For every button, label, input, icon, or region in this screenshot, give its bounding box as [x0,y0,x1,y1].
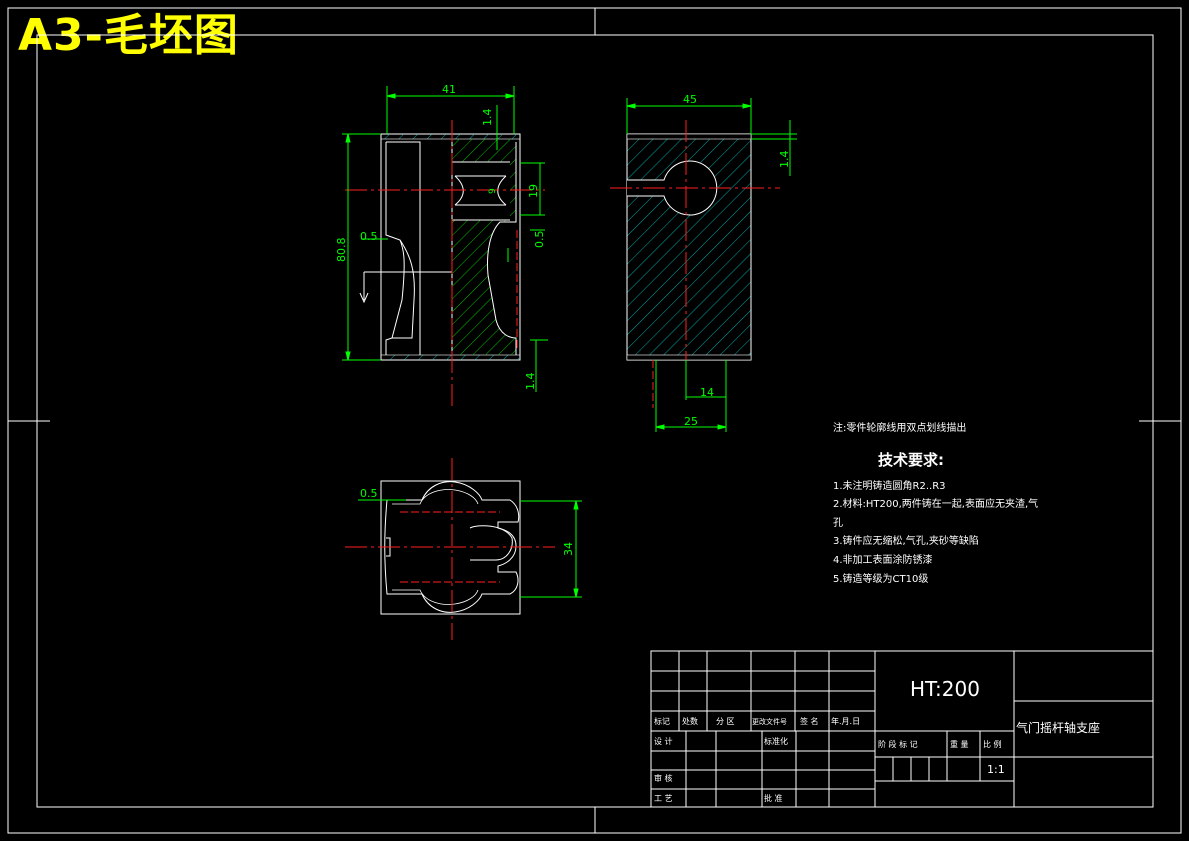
tech-item-4: 4.非加工表面涂防锈漆 [833,555,933,566]
tb-label-3: 更改文件号 [752,717,787,726]
tb-label-1: 处数 [682,716,698,726]
front-view-dimension-labels: 41 1.4 80.8 0.5 19 9 0.5 1.4 [335,83,546,390]
dim-45: 45 [683,93,697,106]
tb-review: 审 核 [654,773,673,783]
tb-material: HT:200 [910,677,980,701]
top-view-dimensions [358,499,582,598]
dim-25: 25 [684,415,698,428]
dim-front-right-05: 0.5 [533,231,546,249]
dim-9: 9 [488,188,498,194]
dim-top-14: 1.4 [481,109,494,127]
dim-top-05: 0.5 [360,487,378,500]
outline-note: 注:零件轮廓线用双点划线描出 [833,423,967,434]
tech-item-2: 2.材料:HT200,两件铸在一起,表面应无夹渣,气 [833,499,1039,510]
top-view-dimension-labels: 0.5 34 [360,487,575,556]
title-block [650,650,1154,808]
dim-19: 19 [527,184,540,198]
tb-design: 设 计 [654,736,673,746]
tb-part-name: 气门摇杆轴支座 [1016,720,1100,735]
dim-34: 34 [562,542,575,556]
tb-label-0: 标记 [654,716,670,726]
tb-label-4: 签 名 [800,716,819,726]
dim-side-14: 1.4 [778,151,791,169]
dim-41: 41 [442,83,456,96]
tech-item-2-cont: 孔 [833,518,843,529]
tb-approve: 批 准 [764,793,783,803]
side-view-dimensions [626,98,797,432]
dim-808: 80.8 [335,238,348,263]
tech-item-1: 1.未注明铸造圆角R2..R3 [833,481,946,492]
front-view-dimensions [342,86,548,392]
side-view [610,120,780,408]
tb-weight: 重 量 [950,739,969,749]
dim-bottom-14: 1.4 [524,373,537,391]
dim-front-left-05: 0.5 [360,230,378,243]
tb-ratio: 比 例 [983,739,1002,749]
tb-scale: 1:1 [987,763,1005,776]
tech-requirements-title: 技术要求: [878,451,944,469]
top-view [345,458,555,640]
tech-item-3: 3.铸件应无缩松,气孔,夹砂等缺陷 [833,536,979,547]
tb-label-5: 年.月.日 [831,716,860,726]
side-view-dimension-labels: 45 1.4 14 25 [683,93,791,428]
tech-item-5: 5.铸造等级为CT10级 [833,574,929,585]
title-block-text: 标记 处数 分 区 更改文件号 签 名 年.月.日 设 计 标准化 阶 段 标 … [654,677,1100,803]
front-view [345,120,545,408]
sheet-frame [7,7,1182,834]
tb-standard: 标准化 [764,736,788,746]
tb-craft: 工 艺 [654,794,673,803]
tb-label-2: 分 区 [716,717,735,726]
dim-side-bottom-14: 14 [700,386,714,399]
tb-stage-mark: 阶 段 标 记 [878,739,918,749]
